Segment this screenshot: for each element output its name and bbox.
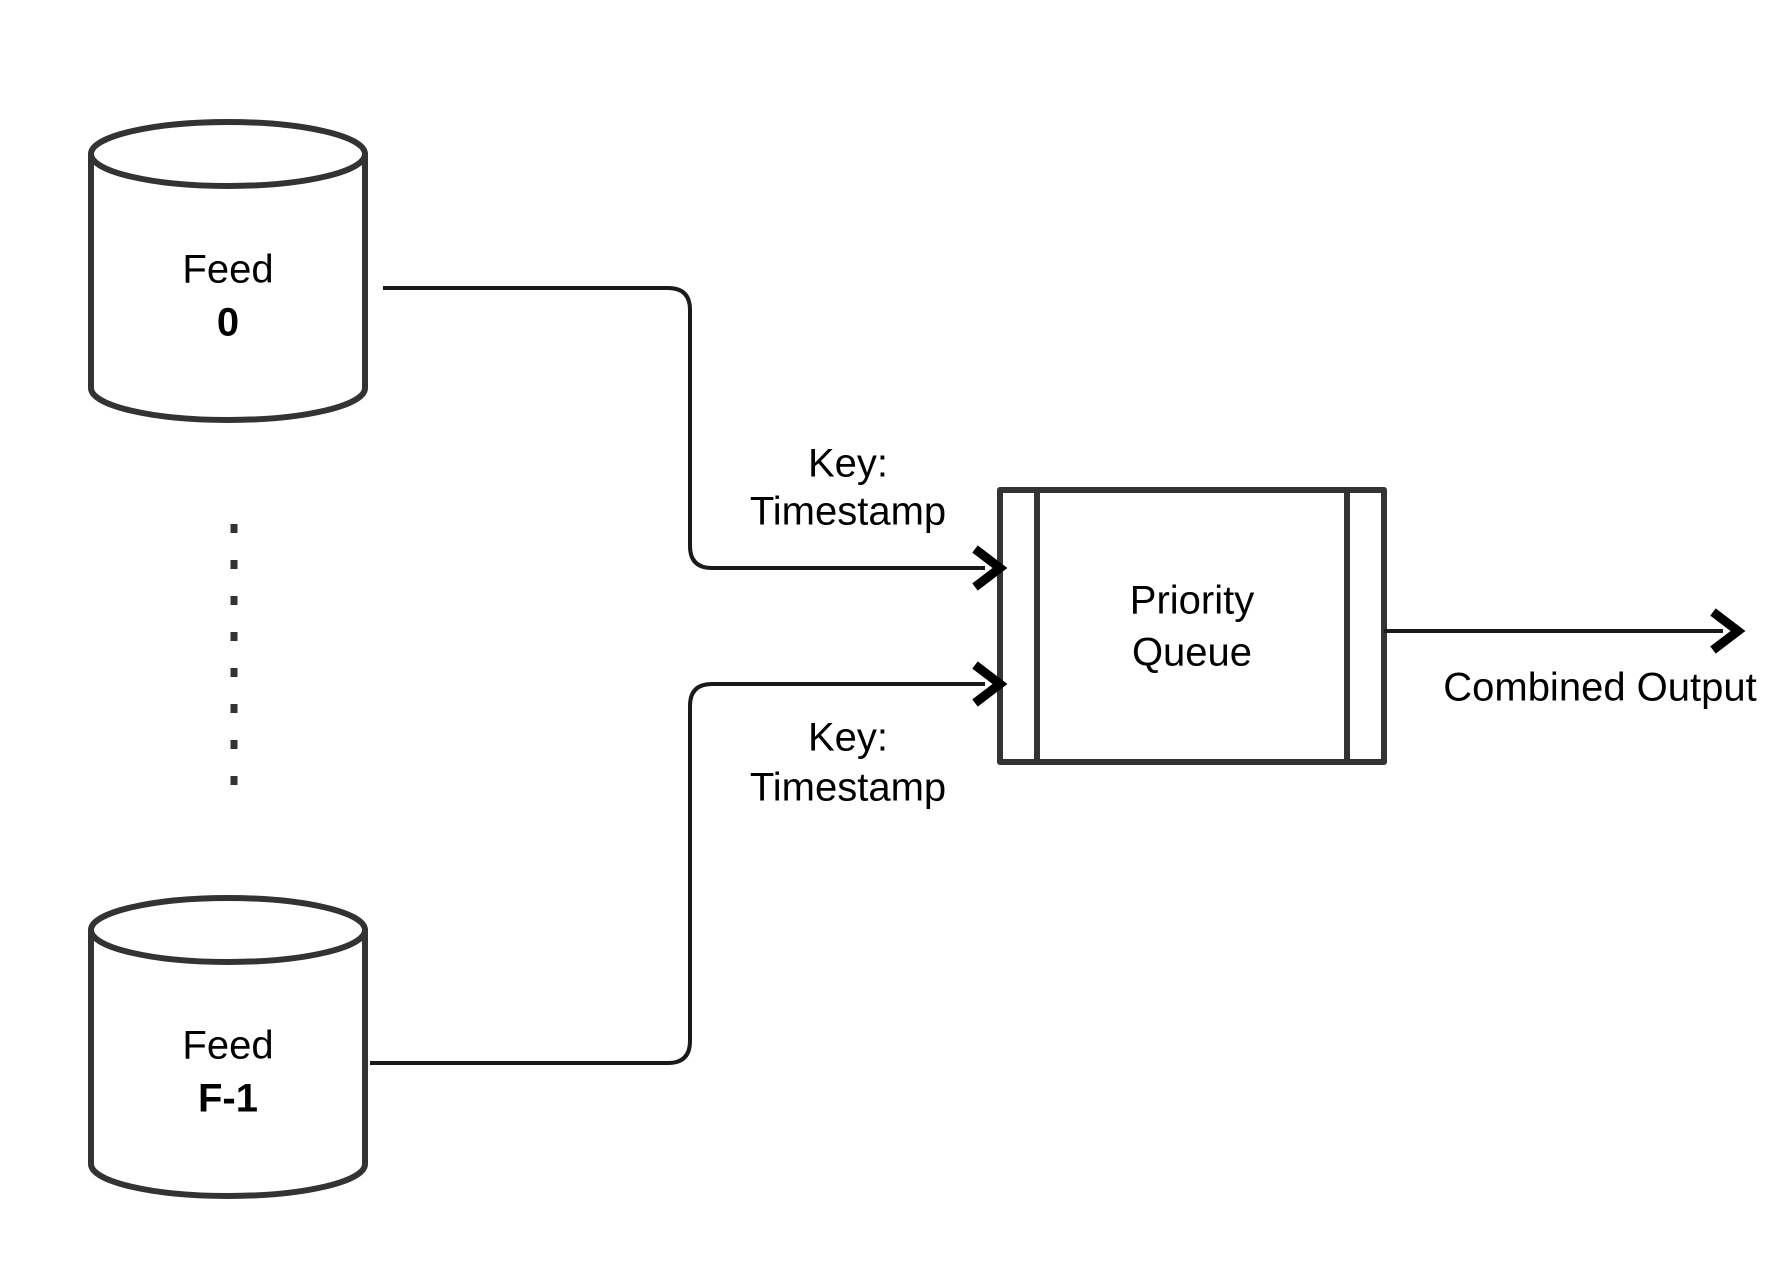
edge-top-feed-label-line1: Key: <box>808 442 888 486</box>
edge-top-feed-path <box>383 286 985 570</box>
feed-top-label-line2: 0 <box>217 301 239 345</box>
queue-label-line1: Priority <box>1130 579 1254 623</box>
edge-bottom-feed-label-line1: Key: <box>808 716 888 760</box>
cylinder-body-top <box>88 151 368 423</box>
node-feed-bottom[interactable]: Feed F-1 <box>88 895 368 1199</box>
feed-top-label-line1: Feed <box>182 248 273 292</box>
edge-bottom-feed-label-line2: Timestamp <box>750 766 946 810</box>
edge-queue-output[interactable]: Combined Output <box>1384 608 1757 710</box>
queue-outer-box <box>997 487 1387 765</box>
edge-top-feed-label-line2: Timestamp <box>750 490 946 534</box>
edge-top-feed-to-queue[interactable]: Key: Timestamp <box>383 286 1008 591</box>
edge-bottom-feed-to-queue[interactable]: Key: Timestamp <box>370 661 1008 1065</box>
node-feed-top[interactable]: Feed 0 <box>88 119 368 423</box>
cylinder-cap-top <box>88 119 368 189</box>
cylinder-body-bottom <box>88 927 368 1199</box>
edge-bottom-feed-path <box>370 682 985 1065</box>
queue-label-line2: Queue <box>1132 631 1252 675</box>
edge-bottom-feed-arrowhead <box>972 661 1008 707</box>
edge-queue-output-arrowhead <box>1710 608 1746 654</box>
feed-bottom-label-line2: F-1 <box>198 1077 258 1121</box>
cylinder-cap-bottom <box>88 895 368 965</box>
edge-queue-output-label: Combined Output <box>1443 666 1757 710</box>
node-priority-queue[interactable]: Priority Queue <box>997 487 1387 765</box>
edge-top-feed-arrowhead <box>972 545 1008 591</box>
feed-bottom-label-line1: Feed <box>182 1024 273 1068</box>
